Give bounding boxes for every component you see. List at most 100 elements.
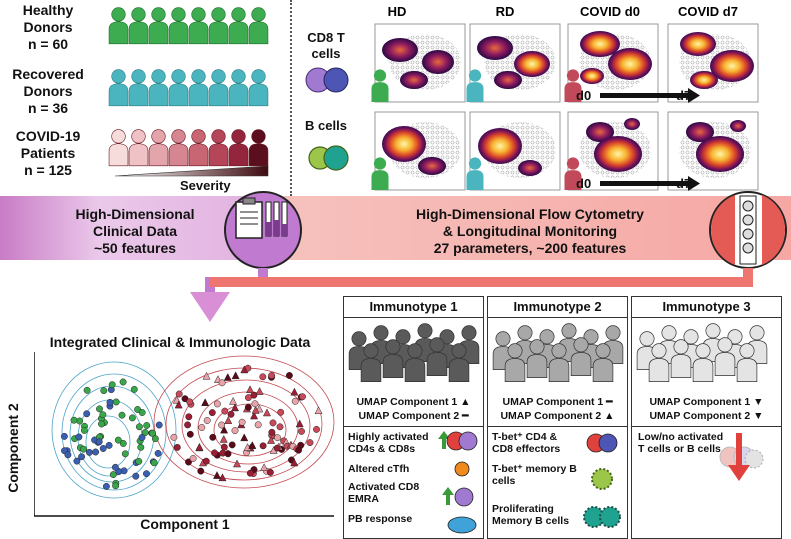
sample-point xyxy=(290,387,299,396)
column-title-covid-d0: COVID d0 xyxy=(580,4,640,19)
sample-point xyxy=(240,433,249,442)
plasmablast-icon xyxy=(447,516,477,534)
sample-point xyxy=(106,398,114,406)
sample-point xyxy=(95,438,103,446)
person-icon xyxy=(208,129,229,167)
cytometry-line: High-Dimensional Flow Cytometry xyxy=(416,206,644,222)
person-icon xyxy=(570,337,592,376)
sample-point xyxy=(184,421,192,429)
immunotype-crowd: UMAP Component 1 ▲ UMAP Component 2 ━ xyxy=(344,318,483,427)
person-icon xyxy=(108,7,129,45)
sample-point xyxy=(100,387,108,395)
cohort-name: Healthy Donors xyxy=(22,2,74,35)
sample-point xyxy=(202,457,210,465)
person-icon xyxy=(128,7,149,45)
person-icon xyxy=(148,129,169,167)
sample-point xyxy=(266,468,274,476)
sample-point xyxy=(186,430,194,438)
sample-point xyxy=(155,421,163,429)
person-icon xyxy=(128,129,149,167)
sample-point xyxy=(170,433,178,441)
sample-point xyxy=(306,439,314,447)
person-icon xyxy=(592,343,614,382)
cytometry-line: 27 parameters, ~200 features xyxy=(433,240,627,256)
sample-point xyxy=(112,398,120,406)
person-icon xyxy=(108,69,129,107)
sample-point xyxy=(112,482,120,490)
crowd-figures xyxy=(492,323,624,382)
immunotype-title: Immunotype 3 xyxy=(632,297,781,318)
immunotype-2-cell-icons xyxy=(583,433,621,528)
sample-point xyxy=(231,403,240,412)
day-tag-d7: d7 xyxy=(676,88,692,103)
day-tag-d7: d7 xyxy=(676,176,692,191)
data-flow-arrow xyxy=(190,268,753,322)
sample-point xyxy=(298,427,305,435)
severity-gradient xyxy=(114,165,269,177)
sample-point xyxy=(135,457,143,465)
sample-point xyxy=(238,418,246,426)
sample-point xyxy=(231,371,240,380)
flow-plots-svg xyxy=(305,23,759,191)
cohort-count: n = 125 xyxy=(24,162,72,178)
person-icon xyxy=(168,7,189,45)
sample-point xyxy=(143,470,150,478)
immunotype-3-cell-icons xyxy=(719,433,764,481)
person-icon xyxy=(188,69,209,107)
sample-point xyxy=(138,434,146,441)
sample-point xyxy=(250,411,259,420)
person-icon xyxy=(148,7,169,45)
sample-point xyxy=(259,373,267,381)
person-icon xyxy=(404,343,426,382)
cohort-recovered-label: Recovered Donors n = 36 xyxy=(2,66,94,117)
band-icons-svg xyxy=(190,191,787,322)
feature-label: PB response xyxy=(348,513,413,525)
crowd-figures xyxy=(636,323,768,382)
sample-point xyxy=(233,459,242,468)
person-icon xyxy=(448,343,470,382)
sample-point xyxy=(151,435,159,443)
sample-point xyxy=(92,448,100,456)
plot-bcell-covid-d0 xyxy=(567,111,659,191)
cytometry-band-text: High-Dimensional Flow Cytometry & Longit… xyxy=(370,206,690,257)
cohort-healthy-label: Healthy Donors n = 60 xyxy=(2,2,94,53)
person-icon xyxy=(382,339,404,378)
sample-point xyxy=(85,448,93,456)
person-icon xyxy=(188,7,209,45)
sample-point xyxy=(128,414,136,422)
sample-point xyxy=(197,467,205,475)
sample-point xyxy=(99,445,107,452)
sample-point xyxy=(189,455,197,462)
person-icon xyxy=(548,343,570,382)
cTfh-cell-icon xyxy=(454,461,470,477)
sample-point xyxy=(274,434,281,442)
sample-point xyxy=(313,425,320,433)
sample-point xyxy=(185,413,193,421)
sample-point xyxy=(114,436,122,444)
person-icon xyxy=(208,7,229,45)
column-title-covid-d7: COVID d7 xyxy=(678,4,738,19)
sample-point xyxy=(299,393,306,401)
sample-point xyxy=(229,396,238,405)
umap-component-2: UMAP Component 2 ▲ xyxy=(500,410,615,422)
cohort-covid-label: COVID-19 Patients n = 125 xyxy=(2,128,94,179)
person-icon xyxy=(228,69,249,107)
sample-point xyxy=(98,420,105,428)
divider xyxy=(290,0,292,196)
cohort-count: n = 36 xyxy=(27,100,69,116)
sample-point xyxy=(99,411,107,419)
sample-point xyxy=(150,459,158,467)
umap-component-1: UMAP Component 1 ▲ xyxy=(356,396,471,408)
sample-point xyxy=(259,442,267,450)
sample-point xyxy=(223,372,232,381)
person-icon xyxy=(248,69,269,107)
cohort-people-svg xyxy=(108,7,269,177)
person-icon xyxy=(526,339,548,378)
clinical-band xyxy=(0,196,250,260)
feature-label: Highly activated CD4s & CD8s xyxy=(348,431,429,455)
immunotype-crowd: UMAP Component 1 ━ UMAP Component 2 ▲ xyxy=(488,318,627,427)
person-icon xyxy=(128,69,149,107)
sample-point xyxy=(220,443,228,451)
sample-point xyxy=(251,400,259,408)
integrated-title: Integrated Clinical & Immunologic Data xyxy=(49,334,311,350)
